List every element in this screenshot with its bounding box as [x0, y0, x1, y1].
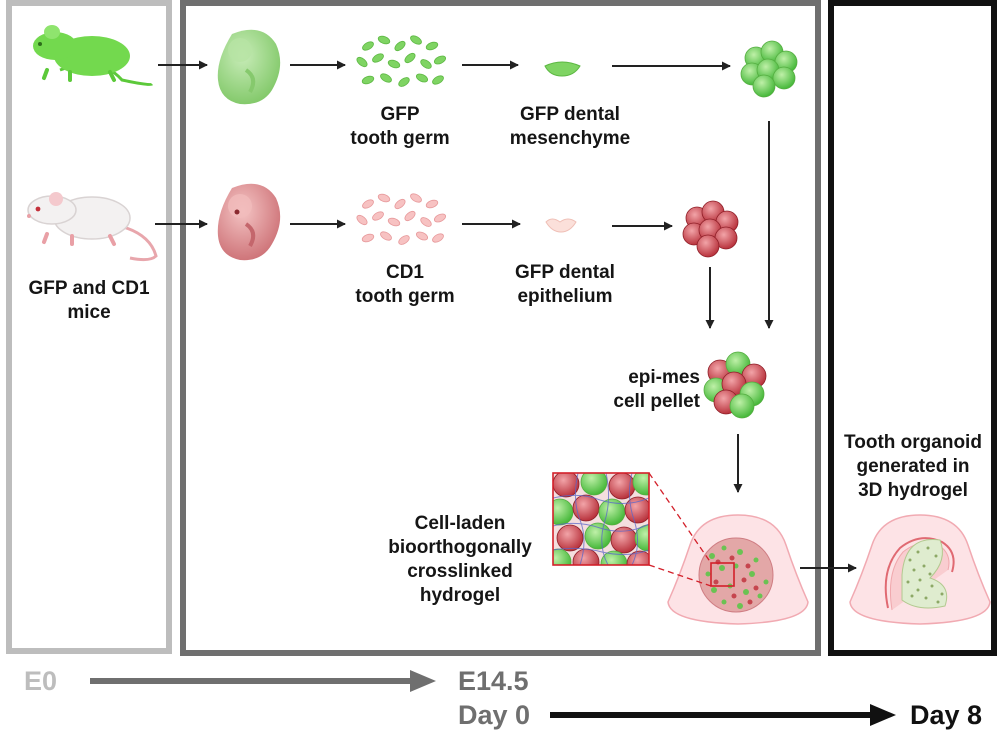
- hydrogel-dome-icon: [667, 514, 809, 625]
- gfp-mesenchyme-label-line: GFP dental: [520, 104, 620, 125]
- timeline-arrow-e0-e14-5: [90, 670, 436, 692]
- tooth-organoid-dome-icon: [849, 514, 991, 625]
- gfp-epithelium-label-line: GFP dental: [515, 262, 615, 283]
- red-cell-cluster-icon: [682, 200, 739, 258]
- timeline-day8: Day 8: [910, 700, 983, 730]
- gfp-epithelium-label-line: epithelium: [517, 286, 613, 307]
- organoid-label-line: 3D hydrogel: [858, 480, 968, 501]
- timeline-e14-5: E14.5: [458, 666, 529, 696]
- mice-label: GFP and CD1 mice: [12, 277, 166, 325]
- epithelium-piece-icon: [545, 218, 577, 233]
- organoid-label: Tooth organoid generated in 3D hydrogel: [836, 431, 990, 503]
- white-mouse-icon: [27, 192, 158, 262]
- cd1-tooth-germ-label-line: CD1: [385, 262, 424, 283]
- mice-label-line: mice: [67, 302, 111, 323]
- gfp-tooth-germ-label-line: GFP: [380, 104, 420, 125]
- hydrogel-label-line: bioorthogonally: [388, 537, 532, 558]
- mixed-cell-pellet-icon: [703, 351, 767, 419]
- cd1-tooth-germ-label: CD1 tooth germ: [335, 261, 475, 309]
- gfp-mesenchyme-label: GFP dental mesenchyme: [490, 103, 650, 151]
- hydrogel-zoom-inset: [552, 472, 712, 587]
- timeline-e0: E0: [24, 666, 58, 696]
- cd1-tooth-germ-label-line: tooth germ: [355, 286, 455, 307]
- red-embryo-icon: [217, 183, 281, 261]
- gfp-tooth-germ-icon: [356, 35, 447, 87]
- hydrogel-label-line: crosslinked: [407, 561, 513, 582]
- organoid-label-line: generated in: [856, 456, 970, 477]
- pellet-label: epi-mes cell pellet: [580, 366, 700, 414]
- hydrogel-label-line: Cell-laden: [414, 513, 506, 534]
- pellet-label-line: cell pellet: [613, 391, 700, 412]
- green-embryo-icon: [217, 29, 281, 105]
- hydrogel-label-line: hydrogel: [419, 585, 501, 606]
- panel-e0: [6, 0, 172, 654]
- gfp-tooth-germ-label-line: tooth germ: [350, 128, 450, 149]
- cd1-tooth-germ-icon: [356, 193, 447, 245]
- timeline-day0: Day 0: [458, 700, 531, 730]
- pellet-label-line: epi-mes: [628, 367, 700, 388]
- green-mouse-icon: [33, 25, 154, 86]
- organoid-label-line: Tooth organoid: [844, 432, 982, 453]
- gfp-epithelium-label: GFP dental epithelium: [490, 261, 640, 309]
- mesenchyme-piece-icon: [544, 61, 581, 77]
- timeline-arrow-day0-day8: [550, 704, 896, 726]
- panel-e14-5: [180, 0, 821, 656]
- green-cell-cluster-icon: [740, 40, 798, 98]
- gfp-tooth-germ-label: GFP tooth germ: [335, 103, 465, 151]
- mice-label-line: GFP and CD1: [28, 278, 150, 299]
- panel-day8: [828, 0, 997, 656]
- hydrogel-label: Cell-laden bioorthogonally crosslinked h…: [380, 512, 540, 608]
- workflow-arrows: [155, 60, 857, 573]
- gfp-mesenchyme-label-line: mesenchyme: [509, 128, 631, 149]
